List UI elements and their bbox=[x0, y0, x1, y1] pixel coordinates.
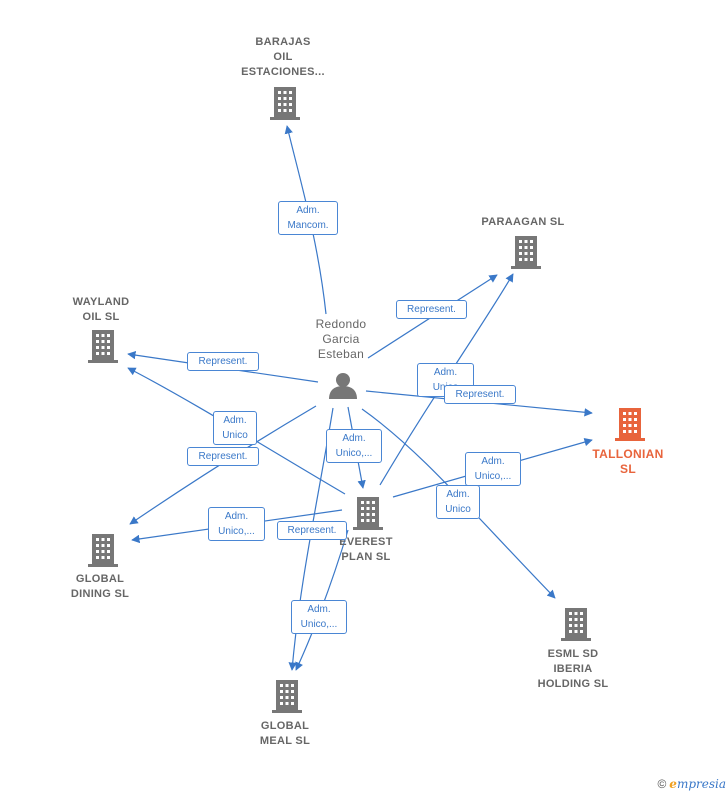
edge-label-represent-meal: Represent. bbox=[277, 521, 347, 540]
node-label-everest[interactable]: EVEREST PLAN SL bbox=[339, 536, 393, 563]
person-icon bbox=[329, 373, 357, 399]
edge-label-adm-unico-wayland: Adm. Unico bbox=[213, 411, 257, 445]
edge-label-represent-paraagan: Represent. bbox=[396, 300, 467, 319]
edge-label-represent-dining: Represent. bbox=[187, 447, 259, 466]
building-icon bbox=[270, 87, 300, 120]
node-label-barajas[interactable]: BARAJAS OIL ESTACIONES... bbox=[241, 36, 325, 78]
building-icon bbox=[561, 608, 591, 641]
node-label-wayland[interactable]: WAYLAND OIL SL bbox=[72, 296, 130, 323]
building-icon bbox=[353, 497, 383, 530]
edge-label-adm-unico-dining: Adm. Unico,... bbox=[208, 507, 265, 541]
building-icon bbox=[272, 680, 302, 713]
edge-line-person-global-dining bbox=[129, 405, 317, 525]
node-label-tallonian[interactable]: TALLONIAN SL bbox=[592, 447, 664, 476]
building-icon bbox=[88, 330, 118, 363]
node-label-paraagan[interactable]: PARAAGAN SL bbox=[481, 216, 565, 228]
building-icon bbox=[615, 408, 645, 441]
node-label-person[interactable]: Redondo Garcia Esteban bbox=[315, 317, 367, 361]
edge-label-adm-unico-tallonian: Adm. Unico,... bbox=[465, 452, 521, 486]
building-icon bbox=[88, 534, 118, 567]
edge-label-adm-mancom: Adm. Mancom. bbox=[278, 201, 338, 235]
copyright-symbol: © bbox=[657, 777, 667, 791]
edge-lines bbox=[127, 125, 593, 671]
empresia-logo[interactable]: ©empresia bbox=[657, 777, 726, 791]
edge-label-adm-unico-esml: Adm. Unico bbox=[436, 485, 480, 519]
building-icon bbox=[511, 236, 541, 269]
node-icons bbox=[88, 87, 645, 713]
edge-label-represent-wayland: Represent. bbox=[187, 352, 259, 371]
node-label-global-dining[interactable]: GLOBAL DINING SL bbox=[70, 573, 130, 600]
edge-label-adm-unico-meal: Adm. Unico,... bbox=[291, 600, 347, 634]
edge-label-represent-tallonian: Represent. bbox=[444, 385, 516, 404]
node-label-esml[interactable]: ESML SD IBERIA HOLDING SL bbox=[537, 648, 609, 690]
edge-label-adm-unico-everest: Adm. Unico,... bbox=[326, 429, 382, 463]
node-label-global-meal[interactable]: GLOBAL MEAL SL bbox=[259, 720, 311, 747]
